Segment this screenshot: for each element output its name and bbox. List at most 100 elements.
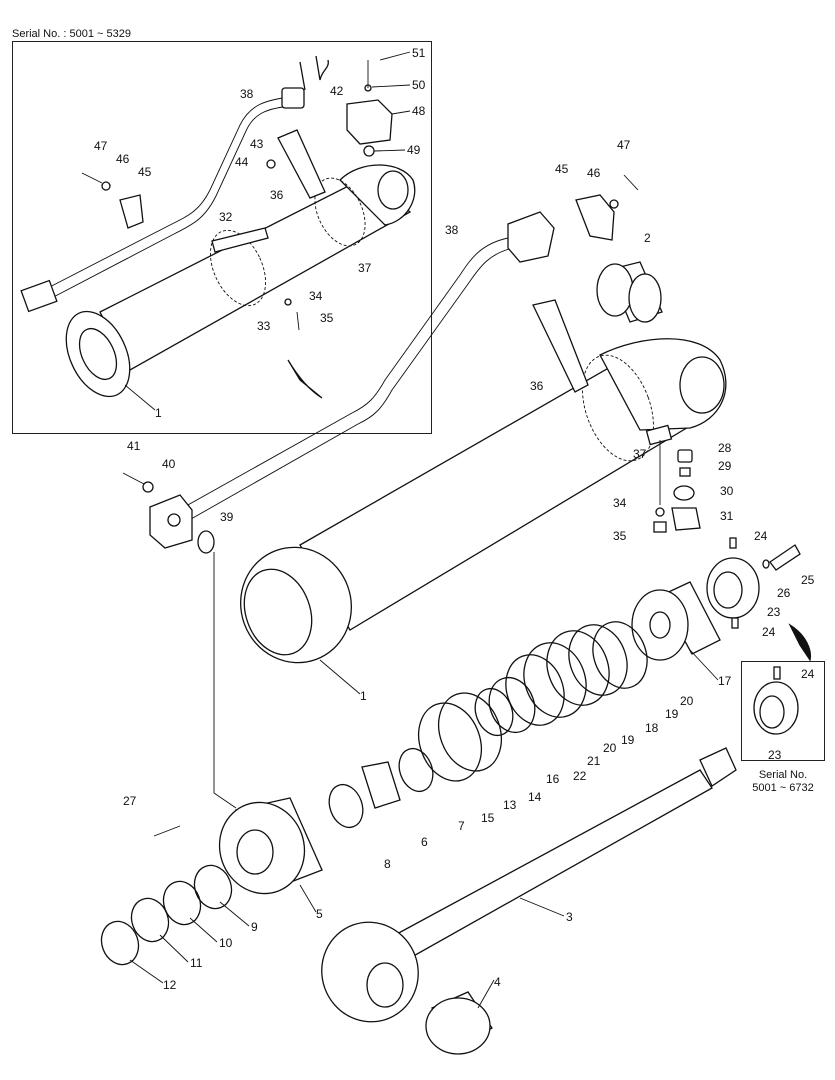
- callout-49: 49: [407, 143, 421, 157]
- callout-7: 7: [458, 819, 465, 833]
- callout-19: 19: [621, 733, 635, 747]
- callout-34: 34: [309, 289, 323, 303]
- callout-40: 40: [162, 457, 176, 471]
- o-ring-39: [197, 530, 215, 554]
- inset-cylinder-tube: [65, 164, 416, 398]
- piston-rod-3: [321, 747, 737, 1055]
- inset-nut-23: [753, 666, 799, 735]
- inset-flange-block: [20, 279, 58, 313]
- inset-clamp: [119, 194, 144, 229]
- callout-12: 12: [163, 978, 177, 992]
- seal-rings: [328, 621, 648, 829]
- callout-33: 33: [257, 319, 271, 333]
- callout-21: 21: [587, 754, 601, 768]
- callout-37: 37: [358, 261, 372, 275]
- callout-8: 8: [384, 857, 391, 871]
- ring-12: [100, 920, 140, 966]
- inset-frame-bottom-right: [741, 661, 825, 761]
- callout-45: 45: [555, 162, 569, 176]
- callout-11: 11: [190, 956, 203, 970]
- callout-44: 44: [235, 155, 249, 169]
- piston-17: [631, 581, 721, 661]
- bushing-2: [596, 261, 663, 323]
- callout-26: 26: [777, 586, 791, 600]
- ring-10: [162, 880, 202, 926]
- callout-25: 25: [801, 573, 815, 587]
- callout-28: 28: [718, 441, 732, 455]
- callout-1: 1: [155, 406, 162, 420]
- callout-labels: 51 50 48 49 42 38 47 46 45 43 44 36 32 3…: [94, 46, 815, 992]
- callout-6: 6: [421, 835, 428, 849]
- callout-41: 41: [127, 439, 141, 453]
- serial-number-bottom: Serial No. 5001 ~ 6732: [741, 769, 825, 795]
- callout-36: 36: [530, 379, 544, 393]
- serial-number-top: Serial No. : 5001 ~ 5329: [12, 28, 131, 40]
- valve-fitting-31: [671, 507, 701, 531]
- callout-47: 47: [617, 138, 631, 152]
- callout-23: 23: [768, 748, 782, 762]
- callout-37: 37: [633, 447, 647, 461]
- callout-15: 15: [481, 811, 495, 825]
- callout-43: 43: [250, 137, 264, 151]
- callout-18: 18: [645, 721, 659, 735]
- callout-29: 29: [718, 459, 732, 473]
- u-bolt-icon: [299, 55, 329, 91]
- callout-45: 45: [138, 165, 152, 179]
- callout-20: 20: [603, 741, 617, 755]
- callout-10: 10: [219, 936, 233, 950]
- inset-assembly: [20, 55, 416, 399]
- inset-plate-block: [346, 99, 393, 145]
- inset-pipe: [39, 96, 291, 293]
- pin-25: [769, 544, 801, 571]
- callout-20: 20: [680, 694, 694, 708]
- callout-3: 3: [566, 910, 573, 924]
- callout-39: 39: [220, 510, 234, 524]
- callout-32: 32: [219, 210, 233, 224]
- callout-46: 46: [116, 152, 130, 166]
- callout-47: 47: [94, 139, 108, 153]
- callout-17: 17: [718, 674, 732, 688]
- callout-23: 23: [767, 605, 781, 619]
- serial-number-bottom-line2: 5001 ~ 6732: [752, 782, 814, 794]
- ring-9: [193, 864, 233, 910]
- callout-1: 1: [360, 689, 367, 703]
- callout-51: 51: [412, 46, 426, 60]
- callout-14: 14: [528, 790, 542, 804]
- inset-frame-top: [12, 41, 432, 434]
- callout-24: 24: [801, 667, 815, 681]
- main-clamp: [575, 194, 615, 241]
- callout-35: 35: [613, 529, 627, 543]
- ring-11: [130, 897, 170, 943]
- callout-35: 35: [320, 311, 334, 325]
- callout-16: 16: [546, 772, 560, 786]
- callout-38: 38: [445, 223, 459, 237]
- main-cylinder-tube: [239, 338, 727, 664]
- callout-48: 48: [412, 104, 426, 118]
- callout-22: 22: [573, 769, 587, 783]
- callout-leaders: [124, 51, 719, 1009]
- rod-cover-5: [218, 797, 323, 895]
- main-flange-block: [149, 494, 193, 549]
- callout-36: 36: [270, 188, 284, 202]
- callout-13: 13: [503, 798, 517, 812]
- callout-38: 38: [240, 87, 254, 101]
- callout-46: 46: [587, 166, 601, 180]
- gland-nut-23: [706, 537, 760, 629]
- callout-27: 27: [123, 794, 137, 808]
- callout-30: 30: [720, 484, 734, 498]
- callout-4: 4: [494, 975, 501, 989]
- callout-42: 42: [330, 84, 344, 98]
- callout-50: 50: [412, 78, 426, 92]
- callout-2: 2: [644, 231, 651, 245]
- serial-number-bottom-line1: Serial No.: [758, 769, 808, 781]
- callout-24: 24: [754, 529, 768, 543]
- callout-31: 31: [720, 509, 734, 523]
- callout-24: 24: [762, 625, 776, 639]
- callout-34: 34: [613, 496, 627, 510]
- callout-5: 5: [316, 907, 323, 921]
- callout-9: 9: [251, 920, 258, 934]
- inset-direction-arrow: [287, 359, 323, 399]
- main-pipe: [149, 211, 555, 549]
- direction-arrow-right: [788, 623, 812, 662]
